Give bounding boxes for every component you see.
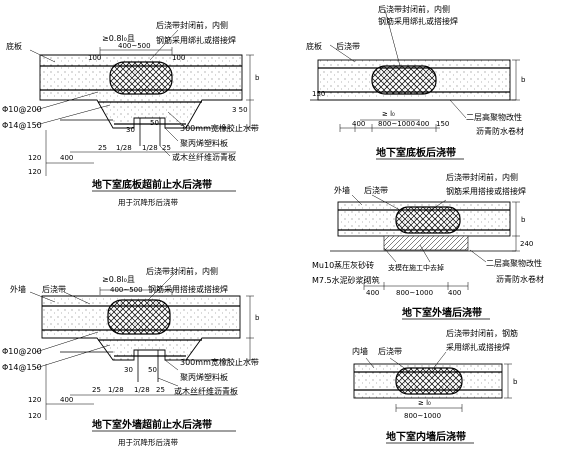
panel-c-label: 800~1000 bbox=[396, 289, 433, 297]
panel-e-label: 采用绑扎或搭接焊 bbox=[446, 342, 510, 352]
panel-e-label: b bbox=[513, 378, 518, 386]
panel-d-label: 120 bbox=[28, 412, 41, 420]
panel-b-post-pour-joint bbox=[371, 65, 437, 95]
panel-b-label: ≥ l₀ bbox=[382, 110, 395, 118]
panel-a-label: 100 bbox=[88, 54, 101, 62]
panel-d-label: 25 bbox=[156, 386, 165, 394]
panel-d-label: 后浇带封闭前，内侧 bbox=[146, 266, 218, 276]
panel-a-label: 3 50 bbox=[232, 106, 248, 114]
panel-c-label: M7.5水泥砂浆砌筑 bbox=[312, 275, 380, 285]
panel-d-label: 1/28 bbox=[108, 386, 124, 394]
panel-b-label: 150 bbox=[312, 90, 325, 98]
panel-d-label: 或木丝纤维沥青板 bbox=[174, 386, 238, 396]
panel-d-label: 后浇带 bbox=[42, 284, 66, 294]
panel-d-label: 50 bbox=[148, 366, 157, 374]
panel-a-label: 25 bbox=[162, 144, 171, 152]
panel-d-label: 300mm宽橡胶止水带 bbox=[180, 357, 259, 367]
panel-a-label: 后浇带封闭前，内侧 bbox=[156, 20, 228, 30]
panel-a-label: Φ14@150 bbox=[2, 121, 42, 130]
panel-b-label: 钢筋采用绑扎或搭接焊 bbox=[378, 16, 458, 26]
panel-e-post-pour-joint bbox=[395, 367, 463, 395]
panel-a-label: Φ10@200 bbox=[2, 105, 42, 114]
panel-e-title: 地下室内墙后浇带 bbox=[386, 430, 466, 443]
panel-c-label: Mu10蒸压灰砂砖 bbox=[312, 260, 374, 270]
panel-c-label: 二层高聚物改性 bbox=[486, 258, 542, 268]
panel-c-label: 后浇带 bbox=[364, 185, 388, 195]
panel-c-exterior-wall-post-pour: 外墙 后浇带 后浇带封闭前，内侧 钢筋采用搭接或搭接焊 b 240 Mu10蒸压… bbox=[312, 172, 544, 320]
panel-d-label: 聚丙烯塑料板 bbox=[180, 372, 228, 382]
panel-a-label: 30 bbox=[126, 126, 135, 134]
panel-a-label: 120 bbox=[28, 168, 41, 176]
panel-e-interior-wall-post-pour: 后浇带封闭前，钢筋 内墙 后浇带 采用绑扎或搭接焊 b ≥ l₀ 800~100… bbox=[352, 328, 518, 444]
panel-d-label: b bbox=[255, 314, 260, 322]
panel-c-label: 支模在施工中去掉 bbox=[388, 263, 444, 272]
panel-a-label: 400~500 bbox=[118, 42, 151, 50]
panel-d-label: Φ10@200 bbox=[2, 347, 42, 356]
panel-a-label: ≥0.8l₀且 bbox=[102, 34, 135, 43]
panel-a-label: b bbox=[255, 74, 260, 82]
panel-a-label: 400 bbox=[60, 154, 73, 162]
panel-d-label: 钢筋采用搭接或搭接焊 bbox=[148, 284, 228, 294]
panel-b-label: 800~1000 bbox=[378, 120, 415, 128]
panel-d-label: 400 bbox=[60, 396, 73, 404]
panel-c-label: 钢筋采用搭接或搭接焊 bbox=[446, 186, 526, 196]
panel-d-wall-early-waterstop: ≥0.8l₀且 后浇带封闭前，内侧 外墙 后浇带 400~500 钢筋采用搭接或… bbox=[2, 266, 260, 447]
panel-c-title: 地下室外墙后浇带 bbox=[402, 306, 482, 319]
panel-a-label: 300mm宽橡胶止水带 bbox=[180, 123, 259, 133]
panel-c-post-pour-joint bbox=[395, 206, 461, 234]
panel-d-title: 地下室外墙超前止水后浇带 bbox=[92, 418, 212, 431]
panel-b-title: 地下室底板后浇带 bbox=[376, 146, 456, 159]
panel-c-label: 240 bbox=[520, 240, 533, 248]
panel-e-label: ≥ l₀ bbox=[418, 399, 431, 407]
panel-d-label: 30 bbox=[124, 366, 133, 374]
panel-b-label: 400 bbox=[416, 120, 429, 128]
panel-b-label: 后浇带封闭前，内侧 bbox=[378, 4, 450, 14]
panel-e-label: 后浇带封闭前，钢筋 bbox=[446, 328, 518, 338]
panel-d-label: Φ14@150 bbox=[2, 363, 42, 372]
panel-d-label: ≥0.8l₀且 bbox=[102, 275, 135, 284]
panel-a-label: 1/28 bbox=[116, 144, 132, 152]
panel-e-label: 内墙 bbox=[352, 346, 368, 356]
panel-c-label: b bbox=[521, 216, 526, 224]
panel-a-label: 100 bbox=[172, 54, 185, 62]
panel-b-label: 400 bbox=[352, 120, 365, 128]
panel-a-title: 地下室底板超前止水后浇带 bbox=[92, 178, 212, 191]
panel-d-label: 400~500 bbox=[110, 286, 143, 294]
panel-b-label: 沥青防水卷材 bbox=[476, 126, 524, 136]
panel-a-label: 25 bbox=[98, 144, 107, 152]
panel-d-label: 25 bbox=[92, 386, 101, 394]
panel-a-label: 钢筋采用绑扎或搭接焊 bbox=[156, 35, 236, 45]
panel-c-label: 外墙 bbox=[334, 185, 350, 195]
panel-a-post-pour-joint bbox=[109, 61, 173, 95]
panel-d-subtitle: 用于沉降形后浇带 bbox=[118, 437, 178, 447]
panel-c-label: 后浇带封闭前，内侧 bbox=[446, 172, 518, 182]
panel-b-label: b bbox=[521, 76, 526, 84]
panel-c-label: 400 bbox=[366, 289, 379, 297]
panel-d-label: 1/28 bbox=[134, 386, 150, 394]
panel-d-label: 120 bbox=[28, 396, 41, 404]
panel-b-slab-post-pour: 后浇带封闭前，内侧 钢筋采用绑扎或搭接焊 底板 后浇带 b 150 400 80… bbox=[306, 4, 526, 160]
panel-a-label: 120 bbox=[28, 154, 41, 162]
panel-a-subtitle: 用于沉降形后浇带 bbox=[118, 197, 178, 207]
panel-c-label: 沥青防水卷材 bbox=[496, 274, 544, 284]
panel-a-slab-early-waterstop: 底板 ≥0.8l₀且 后浇带封闭前，内侧 钢筋采用绑扎或搭接焊 100 100 … bbox=[2, 20, 260, 207]
panel-b-label: 底板 bbox=[306, 41, 322, 51]
panel-b-label: 后浇带 bbox=[336, 41, 360, 51]
panel-d-post-pour-joint bbox=[107, 299, 171, 335]
panel-c-brick-wall bbox=[383, 235, 469, 251]
panel-d-label: 外墙 bbox=[10, 284, 26, 294]
panel-e-label: 800~1000 bbox=[404, 412, 441, 420]
panel-a-label: 或木丝纤维沥青板 bbox=[172, 152, 236, 162]
panel-e-label: 后浇带 bbox=[378, 346, 402, 356]
panel-c-label: 400 bbox=[448, 289, 461, 297]
panel-a-label: 50 bbox=[150, 119, 159, 127]
panel-b-label: 150 bbox=[436, 120, 449, 128]
panel-a-label: 1/28 bbox=[142, 144, 158, 152]
panel-a-label: 底板 bbox=[6, 41, 22, 51]
panel-a-label: 聚丙烯塑料板 bbox=[180, 138, 228, 148]
panel-b-label: 二层高聚物改性 bbox=[466, 112, 522, 122]
